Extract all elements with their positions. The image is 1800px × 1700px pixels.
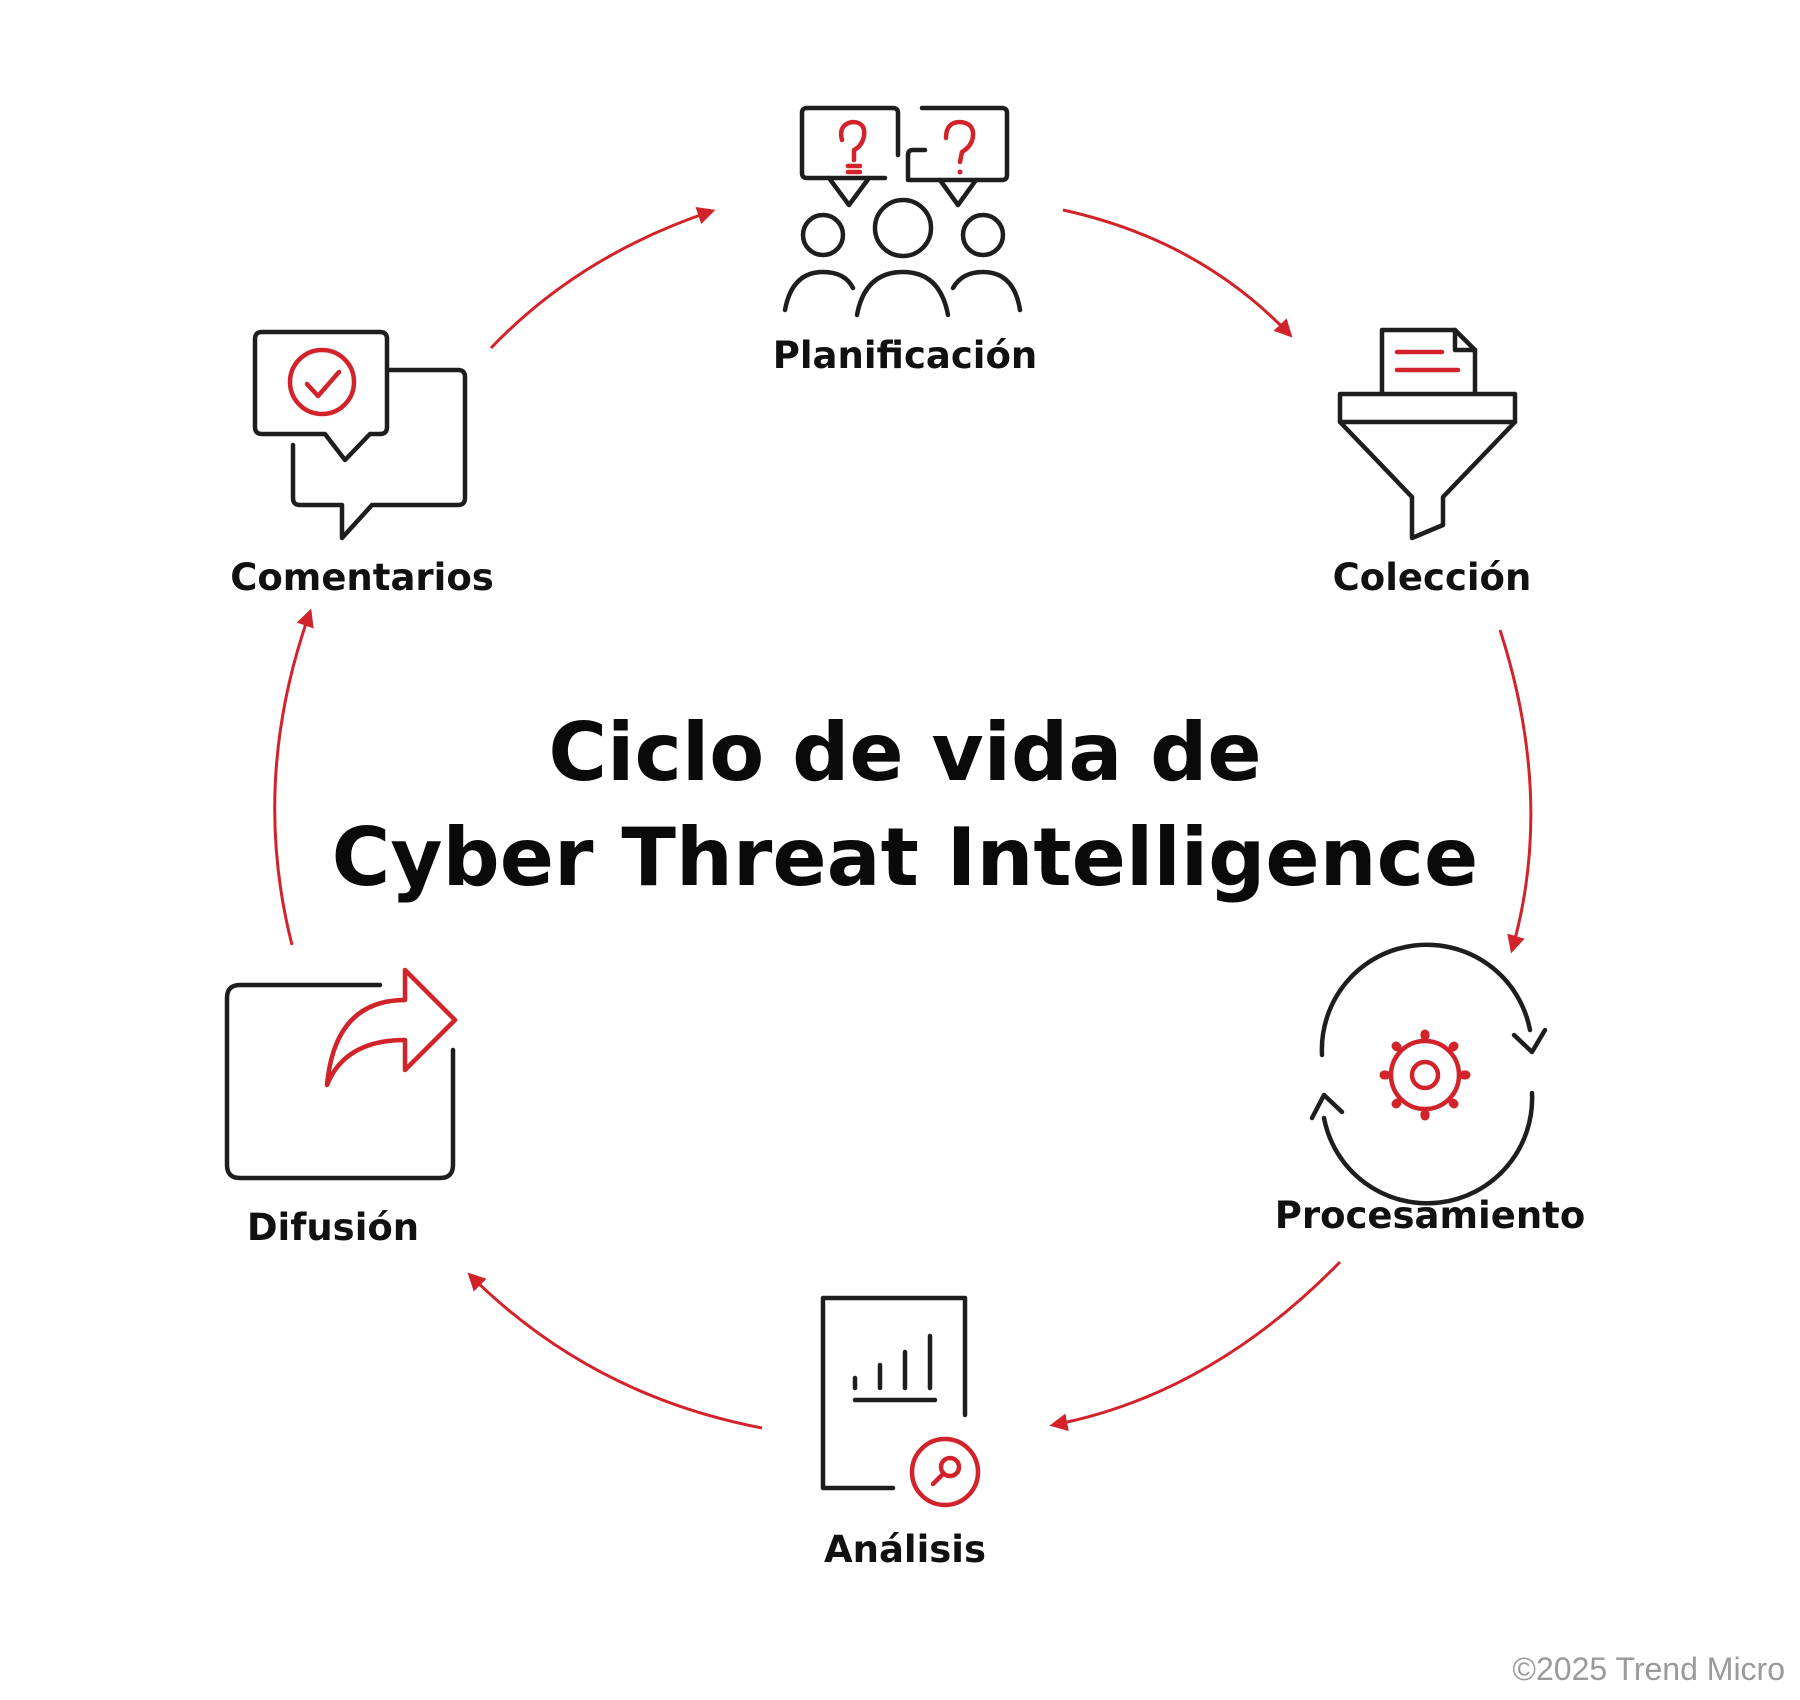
- stage-label-difusion: Difusión: [247, 1206, 419, 1249]
- document-funnel-icon: [1337, 327, 1518, 541]
- gear-cycle-icon: [1309, 942, 1548, 1206]
- page-title-line-2: Cyber Threat Intelligence: [332, 811, 1479, 904]
- arrow-comentarios-to-planificacion: [489, 207, 716, 350]
- arrow-analisis-to-difusion: [467, 1272, 763, 1430]
- arrow-procesamiento-to-analisis: [1049, 1260, 1342, 1432]
- cycle-arrows: [273, 207, 1533, 1432]
- team-question-icon: [782, 105, 1023, 318]
- stage-label-procesamiento: Procesamiento: [1275, 1194, 1586, 1237]
- share-arrow-icon: [224, 967, 458, 1181]
- report-magnifier-icon: [820, 1295, 981, 1508]
- chat-check-icon: [252, 329, 468, 541]
- copyright-notice: ©2025 Trend Micro: [1512, 1651, 1785, 1687]
- stage-label-analisis: Análisis: [824, 1528, 986, 1571]
- arrow-planificacion-to-coleccion: [1062, 208, 1293, 338]
- stage-label-coleccion: Colección: [1333, 556, 1532, 599]
- stage-label-planificacion: Planificación: [773, 334, 1038, 377]
- arrow-coleccion-to-procesamiento: [1498, 629, 1533, 954]
- arrow-difusion-to-comentarios: [273, 608, 314, 946]
- gear-teeth: [1379, 1029, 1471, 1121]
- page-title-line-1: Ciclo de vida de: [548, 706, 1261, 799]
- stage-label-comentarios: Comentarios: [230, 556, 494, 599]
